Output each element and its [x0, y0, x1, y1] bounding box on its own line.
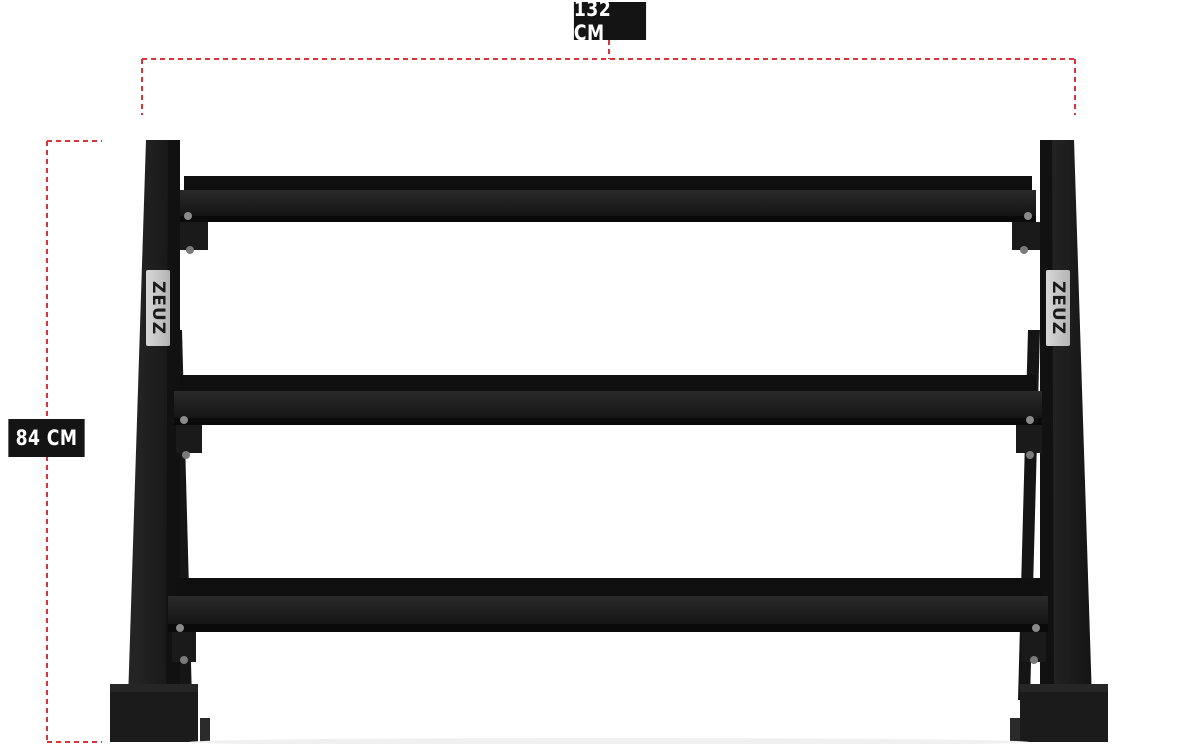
- right-logo-plate: ZEUZ: [1046, 270, 1070, 346]
- floor-shadow: [189, 738, 1029, 746]
- top-shelf: [180, 176, 1040, 254]
- width-dimension-line: [141, 40, 1076, 115]
- width-dimension-label: 132 CM: [573, 0, 647, 45]
- right-logo-text: ZEUZ: [1048, 281, 1068, 335]
- middle-shelf: [174, 375, 1042, 459]
- left-logo-text: ZEUZ: [148, 281, 168, 335]
- left-logo-plate: ZEUZ: [146, 270, 170, 346]
- bottom-shelf: [168, 578, 1048, 664]
- height-dimension-label: 84 CM: [8, 419, 85, 457]
